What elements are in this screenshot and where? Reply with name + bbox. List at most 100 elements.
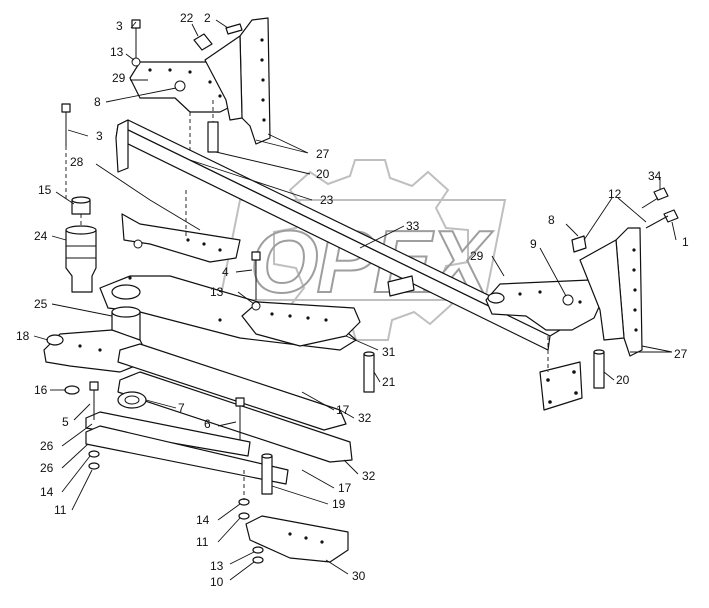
callout-34: 34 — [648, 169, 662, 183]
hole — [208, 80, 212, 84]
callout-9: 9 — [530, 237, 537, 251]
callout-10: 10 — [210, 575, 224, 589]
link-bars — [85, 343, 353, 485]
callout-15: 15 — [38, 183, 52, 197]
callout-8: 8 — [94, 95, 101, 109]
bracket-flange — [204, 35, 243, 121]
hole — [218, 318, 222, 322]
spacer-19 — [261, 453, 273, 495]
callout-7: 7 — [178, 401, 185, 415]
hole — [260, 38, 264, 42]
bolt-34-shank — [641, 197, 659, 209]
bolt-2 — [225, 23, 243, 35]
nut-11a — [88, 462, 100, 470]
shock-absorber — [65, 196, 97, 293]
callout-14: 14 — [40, 485, 54, 499]
hole — [148, 68, 152, 72]
cap-top — [71, 196, 91, 204]
hole — [270, 312, 274, 316]
spacer-21-body — [363, 353, 375, 393]
spacer-21-top — [363, 351, 375, 357]
callout-labels: 3 22 2 13 29 8 3 27 20 28 23 15 24 33 34… — [16, 11, 689, 589]
callout-13: 13 — [210, 285, 224, 299]
hole — [288, 532, 292, 536]
callout-32: 32 — [362, 469, 376, 483]
hole — [633, 288, 637, 292]
bushing-22 — [193, 33, 213, 51]
absorber-top — [65, 225, 97, 235]
callout-25: 25 — [34, 297, 48, 311]
hole — [320, 540, 324, 544]
bushing-7-bore — [124, 395, 140, 405]
hole — [78, 344, 82, 348]
plate-hole — [546, 378, 550, 382]
hole — [260, 58, 264, 62]
callout-12: 12 — [608, 187, 622, 201]
absorber-24-body — [65, 229, 97, 293]
bar-26b — [85, 425, 289, 485]
callout-27: 27 — [674, 347, 688, 361]
callout-19: 19 — [332, 497, 346, 511]
nut-8a — [174, 80, 186, 92]
callout-8: 8 — [548, 213, 555, 227]
callout-26: 26 — [40, 439, 54, 453]
hole — [518, 292, 522, 296]
callout-26: 26 — [40, 461, 54, 475]
hole — [306, 316, 310, 320]
callout-11: 11 — [196, 535, 209, 549]
leader-lines — [33, 19, 677, 581]
nut-9 — [562, 294, 574, 306]
callout-16: 16 — [34, 383, 48, 397]
bolt-6 — [235, 397, 245, 407]
callout-13: 13 — [210, 559, 224, 573]
plate-hole — [548, 400, 552, 404]
bar-32a — [117, 343, 347, 431]
right-bracket — [485, 187, 679, 389]
bracket-30 — [238, 470, 349, 564]
cap-18 — [46, 334, 64, 346]
callout-29: 29 — [470, 249, 484, 263]
bolt-1 — [663, 209, 679, 223]
bracket-flange-b — [579, 239, 625, 341]
bolt-3b — [61, 103, 71, 113]
hole — [188, 70, 192, 74]
callout-27: 27 — [316, 147, 330, 161]
beam-end-plate — [539, 361, 583, 411]
hole — [218, 94, 222, 98]
callout-23: 23 — [320, 193, 334, 207]
nut-16 — [64, 385, 80, 395]
bracket-31 — [241, 251, 361, 347]
bolt-4 — [251, 251, 261, 261]
spacer-20a — [207, 121, 219, 153]
arm-25-bore — [111, 284, 141, 300]
callout-14: 14 — [196, 513, 210, 527]
bolt-34 — [653, 187, 669, 201]
callout-6: 6 — [204, 417, 211, 431]
bolts-5-6 — [88, 381, 245, 470]
callout-3: 3 — [96, 129, 103, 143]
callout-28: 28 — [70, 155, 84, 169]
bolt-3a — [131, 19, 141, 29]
plate-hole — [572, 370, 576, 374]
bar-32b — [117, 371, 353, 463]
spacer-19-body — [261, 455, 273, 495]
callout-1: 1 — [682, 235, 689, 249]
washer-13c — [252, 546, 264, 554]
hole — [538, 290, 542, 294]
callout-30: 30 — [352, 569, 366, 583]
bolt-5 — [89, 381, 99, 391]
spacer-20b-top — [593, 349, 605, 355]
bracket-plate-29b — [485, 279, 605, 331]
hole — [288, 314, 292, 318]
hole — [324, 318, 328, 322]
callout-17: 17 — [336, 403, 350, 417]
callout-18: 18 — [16, 329, 30, 343]
callout-31: 31 — [382, 345, 396, 359]
callout-29: 29 — [112, 71, 126, 85]
bracket-28 — [121, 190, 241, 263]
callout-33: 33 — [406, 219, 420, 233]
callout-4: 4 — [222, 265, 229, 279]
hole — [186, 238, 190, 242]
callout-11: 11 — [54, 503, 67, 517]
